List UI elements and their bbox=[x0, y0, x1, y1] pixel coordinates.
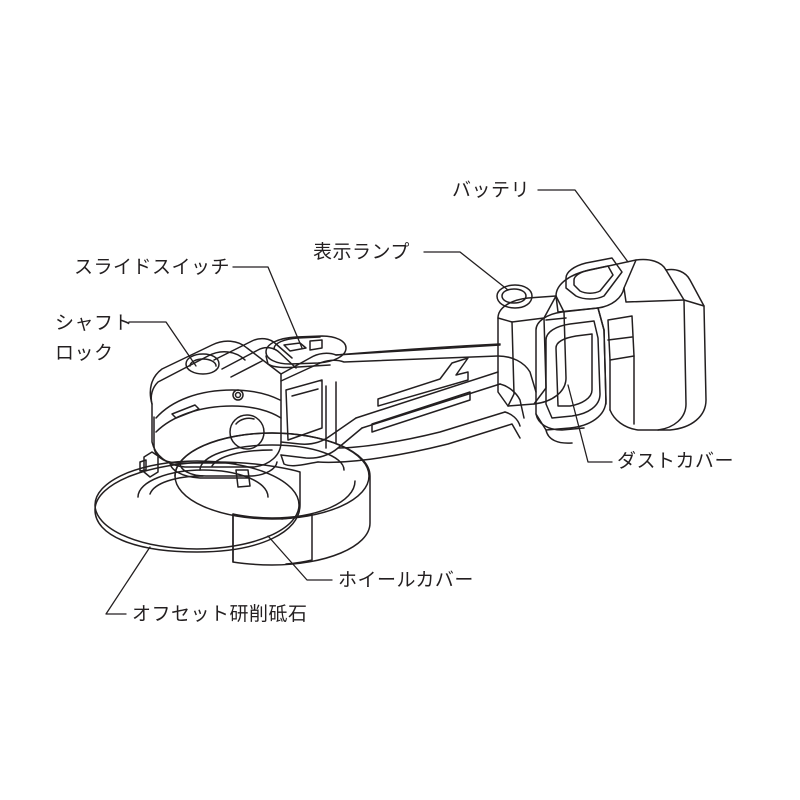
callout-label-wheel-cover: ホイールカバー bbox=[338, 570, 474, 591]
vent-slot-lower bbox=[371, 391, 471, 433]
leader-lines bbox=[105, 189, 629, 615]
callout-label-shaft-lock: シャフト ロック bbox=[55, 309, 133, 369]
guard-clamp-tab bbox=[143, 451, 159, 478]
leader-offset-wheel bbox=[105, 546, 151, 615]
gear-head-housing bbox=[139, 337, 297, 488]
callout-label-shaft-lock-line2: ロック bbox=[55, 343, 114, 364]
callout-label-indicator-lamp: 表示ランプ bbox=[313, 242, 410, 263]
battery-pack bbox=[555, 257, 707, 431]
leader-slide-switch bbox=[232, 266, 303, 349]
indicator-lamp-button bbox=[496, 284, 533, 309]
callout-label-offset-wheel: オフセット研削砥石 bbox=[132, 604, 308, 625]
grinding-wheel bbox=[94, 460, 301, 553]
leader-dust-cover bbox=[567, 384, 613, 463]
motor-housing-body bbox=[280, 343, 537, 467]
callout-label-slide-switch: スライドスイッチ bbox=[74, 257, 231, 278]
callout-label-shaft-lock-line1: シャフト bbox=[55, 313, 134, 334]
callout-label-dust-cover: ダストカバー bbox=[617, 451, 735, 472]
callout-label-battery: バッテリ bbox=[452, 180, 531, 201]
leader-wheel-cover bbox=[267, 535, 333, 581]
leader-shaft-lock bbox=[128, 321, 197, 367]
shaft-lock-button bbox=[185, 353, 220, 375]
vent-slot-upper bbox=[377, 357, 469, 407]
leader-battery bbox=[537, 189, 629, 263]
wheel-cover bbox=[174, 432, 371, 566]
leader-indicator-lamp bbox=[423, 251, 509, 291]
